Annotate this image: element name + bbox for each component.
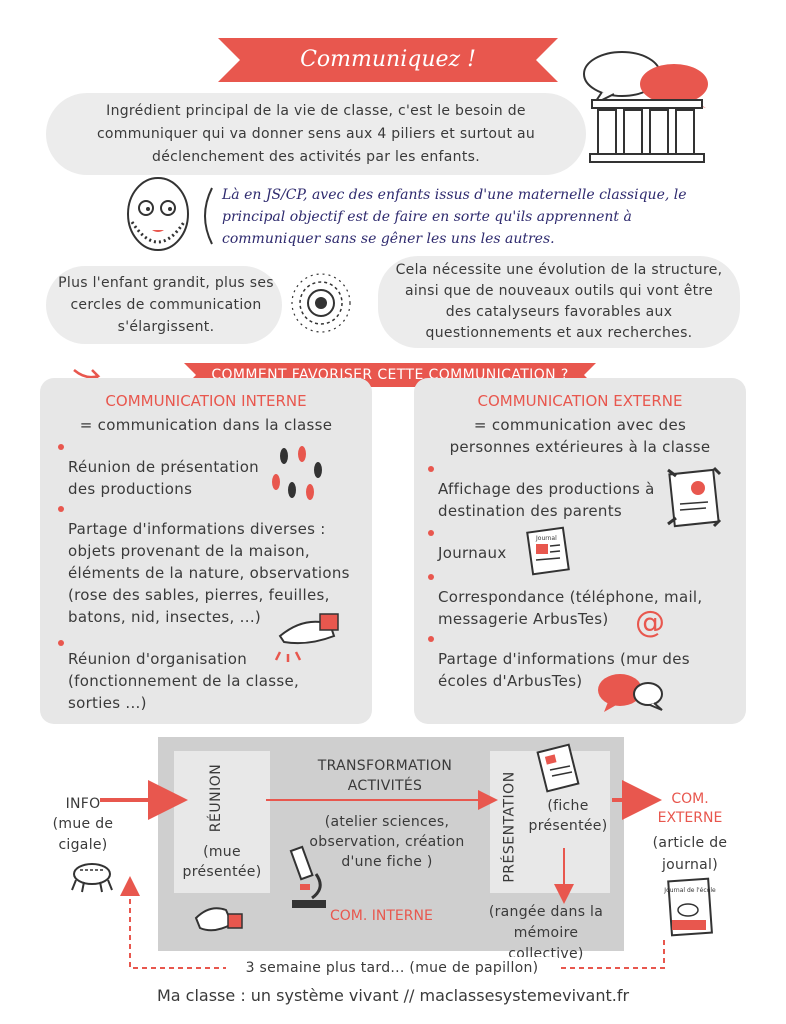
structure-bubble	[378, 256, 740, 348]
com-interne-label: COM. INTERNE	[330, 908, 433, 924]
newspaper-icon: Journal	[526, 526, 570, 576]
external-item-2: Journaux	[438, 544, 507, 562]
external-title: COMMUNICATION EXTERNE	[477, 392, 683, 410]
at-sign-icon: @	[635, 605, 665, 640]
external-item-4: Partage d'informations (mur des écoles d…	[438, 650, 690, 690]
external-item-3: Correspondance (téléphone, mail, message…	[438, 588, 703, 628]
info-label: INFO	[65, 796, 101, 812]
bullet	[58, 444, 64, 450]
external-item-1: Affichage des productions à destination …	[438, 480, 655, 520]
poster-icon	[667, 466, 722, 528]
transformation-detail: (atelier sciences, observation, création…	[309, 814, 465, 870]
internal-item-3: Réunion d'organisation (fonctionnement d…	[68, 650, 300, 712]
internal-title: COMMUNICATION INTERNE	[105, 392, 307, 410]
loop-label: 3 semaine plus tard... (mue de papillon)	[226, 957, 558, 979]
cicada-icon	[71, 863, 113, 893]
internal-item-2: Partage d'informations diverses : objets…	[68, 520, 350, 626]
microscope-icon	[289, 845, 326, 908]
com-externe-label: COM. EXTERNE	[657, 791, 723, 826]
bullet	[58, 640, 64, 646]
externe-detail: (article de journal)	[652, 835, 728, 873]
chat-bubbles-icon	[598, 674, 663, 712]
bullet	[428, 466, 434, 472]
hand-feather-icon	[274, 613, 339, 662]
school-newspaper-icon: Journal de l'école	[663, 877, 716, 937]
bullet	[428, 636, 434, 642]
teacher-face-icon	[127, 177, 189, 251]
structure-text: Cela nécessite une évolution de la struc…	[395, 262, 723, 341]
title-ribbon	[218, 38, 558, 82]
external-definition: = communication avec des personnes extér…	[449, 416, 711, 456]
presentation-detail: (fiche présentée)	[528, 798, 608, 834]
teacher-quote: Là en JS/CP, avec des enfants issus d'un…	[222, 187, 687, 247]
internal-communication-panel	[40, 378, 372, 724]
worksheet-icon	[536, 743, 580, 793]
newspaper-label: Journal	[535, 535, 557, 542]
quote-bracket-icon	[204, 187, 213, 245]
footer-text: Ma classe : un système vivant // maclass…	[156, 986, 630, 1005]
reunion-detail: (mue présentée)	[182, 844, 262, 880]
intro-bubble	[46, 93, 586, 175]
journal-label: Journal de l'école	[663, 887, 716, 894]
bullet	[58, 506, 64, 512]
concentric-circles-icon	[291, 273, 351, 333]
intro-text: Ingrédient principal de la vie de classe…	[96, 103, 536, 165]
transformation-title: TRANSFORMATION ACTIVITÉS	[317, 758, 453, 794]
info-detail: (mue de cigale)	[52, 816, 114, 853]
page-title: Communiquez !	[300, 47, 476, 72]
circles-bubble	[46, 266, 282, 344]
svg-text:@: @	[635, 605, 665, 640]
bullet	[428, 574, 434, 580]
bullet	[428, 530, 434, 536]
pawns-icon	[272, 446, 322, 500]
external-communication-panel	[414, 378, 746, 724]
memoire-text: (rangée dans la mémoire collective)	[488, 904, 604, 962]
reunion-box	[174, 751, 270, 893]
circles-text: Plus l'enfant grandit, plus ses cercles …	[58, 275, 274, 335]
internal-item-1: Réunion de présentation des productions	[68, 458, 259, 498]
hand-icon	[194, 907, 243, 932]
pillars-speech-icon	[583, 51, 708, 163]
internal-definition: = communication dans la classe	[79, 416, 333, 434]
